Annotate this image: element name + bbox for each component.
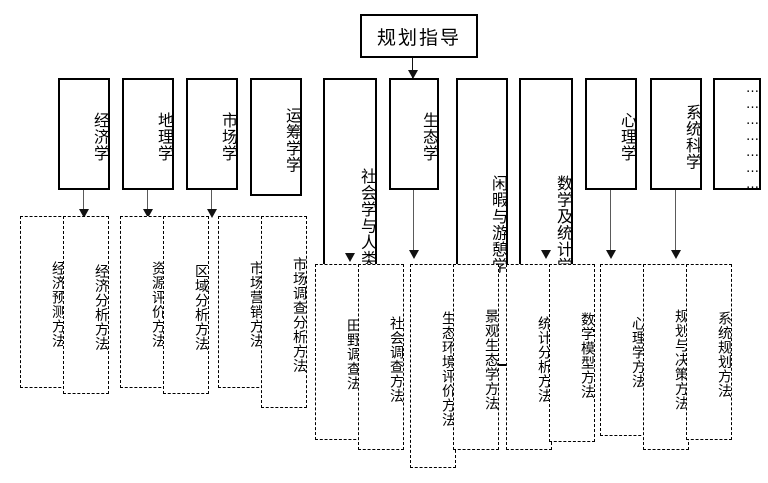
arrow-systems: [671, 250, 681, 259]
method-box-landscape-ecology[interactable]: 景观生态学方法: [453, 264, 499, 450]
discipline-label: 闲暇与游憩学: [489, 175, 508, 274]
discipline-box-marketing[interactable]: 市场学: [186, 78, 238, 190]
discipline-label: 数学及统计学: [554, 175, 573, 274]
connector-ecology: [413, 190, 415, 254]
method-box-social-survey[interactable]: 社会调查方法: [358, 264, 404, 450]
arrow-root-to-ecology: [408, 70, 418, 79]
method-box-economic-analysis[interactable]: 经济分析方法: [63, 216, 109, 394]
connector-psychology: [610, 190, 612, 254]
method-box-planning-decision[interactable]: 规划与决策方法: [643, 264, 689, 450]
method-label: 数学模型方法: [579, 312, 595, 399]
method-box-field-survey[interactable]: 田野调查法: [315, 264, 361, 440]
discipline-label: 系统科学: [683, 103, 702, 170]
method-label: 规划与决策方法: [673, 308, 689, 411]
arrow-marketing: [207, 209, 217, 218]
discipline-label: 社会学与人类学: [358, 167, 377, 284]
discipline-label: 经济学: [91, 111, 110, 162]
method-label: 系统规划方法: [716, 311, 732, 398]
method-box-eco-environment-evaluation[interactable]: 生态环境评价方法: [410, 264, 456, 468]
method-label: 经济预测方法: [50, 261, 66, 348]
discipline-label: 地理学: [155, 111, 174, 162]
method-box-psychology-methods[interactable]: 心理学方法: [600, 264, 646, 436]
method-box-marketing-methods[interactable]: 市场营销方法: [218, 216, 264, 388]
arrow-psychology: [606, 250, 616, 259]
method-box-statistical-analysis[interactable]: 统计分析方法: [506, 264, 552, 450]
discipline-label: 生态学: [420, 111, 439, 162]
method-box-market-survey-analysis[interactable]: 市场调查分析方法: [261, 216, 307, 408]
discipline-box-economics[interactable]: 经济学: [58, 78, 110, 190]
discipline-label: 运筹学学: [283, 106, 302, 173]
method-label: 社会调查方法: [388, 316, 404, 403]
method-box-resource-evaluation[interactable]: 资源评价方法: [120, 216, 166, 388]
method-box-economic-forecasting[interactable]: 经济预测方法: [20, 216, 66, 388]
connector-economics: [83, 190, 85, 216]
discipline-box-systems-science[interactable]: 系统科学: [650, 78, 702, 190]
method-label: 区域分析方法: [193, 264, 209, 351]
method-label: 统计分析方法: [536, 316, 552, 403]
method-label: 资源评价方法: [150, 261, 166, 348]
arrow-economics: [79, 209, 89, 218]
discipline-box-ellipsis: …………………: [713, 78, 761, 193]
discipline-box-geography[interactable]: 地理学: [122, 78, 174, 190]
connector-geography: [147, 190, 149, 216]
connector-marketing: [211, 190, 213, 216]
connector-systems: [675, 190, 677, 254]
connector-root-to-ecology: [412, 58, 414, 78]
root-node-planning-guidance: 规划指导: [360, 14, 478, 58]
discipline-box-ecology[interactable]: 生态学: [389, 78, 439, 190]
method-label: 市场调查分析方法: [291, 256, 307, 373]
discipline-label: 市场学: [219, 111, 238, 162]
arrow-geography: [143, 209, 153, 218]
method-label: 市场营销方法: [248, 261, 264, 348]
method-box-mathematical-model[interactable]: 数学模型方法: [549, 264, 595, 442]
arrow-mathematics: [541, 250, 551, 259]
discipline-label: 心理学: [618, 111, 637, 162]
arrow-sociology: [345, 253, 355, 262]
arrow-ecology: [409, 250, 419, 259]
ellipsis-icon: …………………: [745, 81, 760, 193]
discipline-box-psychology[interactable]: 心理学: [585, 78, 637, 190]
method-box-regional-analysis[interactable]: 区域分析方法: [163, 216, 209, 394]
method-label: 生态环境评价方法: [440, 310, 456, 427]
discipline-box-operations-research[interactable]: 运筹学学: [250, 78, 302, 196]
method-label: 经济分析方法: [93, 264, 109, 351]
method-label: 心理学方法: [630, 316, 646, 389]
method-label: 景观生态学方法: [483, 308, 499, 411]
method-box-systems-planning[interactable]: 系统规划方法: [686, 264, 732, 440]
method-label: 田野调查法: [345, 318, 361, 391]
